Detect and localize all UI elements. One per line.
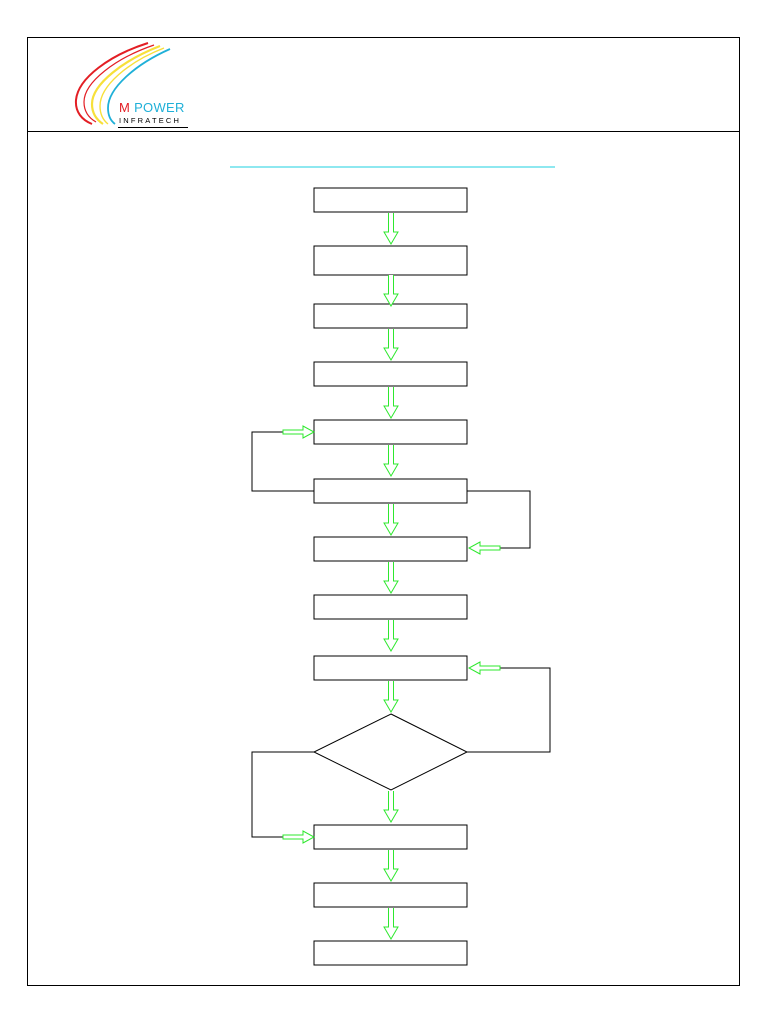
process-box-1 [313,187,468,213]
flow-arrow-2 [383,274,399,307]
page-frame [27,37,740,986]
logo-swoosh-yellow [90,44,161,125]
process-box-5 [313,419,468,445]
flow-arrow-5 [383,444,399,477]
flow-arrow-11 [383,849,399,882]
flow-arrow-7 [383,561,399,594]
title-rule [230,166,555,168]
flow-arrow-6 [383,503,399,536]
flow-arrow-9 [383,680,399,713]
decision-diamond [312,713,469,791]
loop-line-left-upper [251,431,314,492]
brand-underline [118,127,188,128]
company-logo [74,42,171,125]
flow-arrow-4 [383,386,399,419]
loop-line-right-lower [467,667,551,753]
branch-line-left-lower [251,751,314,838]
brand-tagline: INFRATECH [119,116,182,125]
flow-arrow-1 [383,212,399,245]
process-box-11 [313,882,468,908]
logo-swoosh-blue [107,48,171,125]
header-divider [27,131,740,132]
process-box-4 [313,361,468,387]
process-box-2 [313,245,468,276]
process-box-8 [313,594,468,620]
logo-swoosh-red-inner [83,44,155,123]
process-box-6 [313,478,468,504]
branch-arrow-left-lower [282,830,315,844]
loop-arrow-right-lower [468,661,501,675]
process-box-3 [313,303,468,329]
logo-swoosh-yellow-inner [99,47,165,125]
brand-word: POWER [134,100,185,115]
process-box-10 [313,824,468,850]
flow-arrow-10 [383,790,399,823]
flow-arrow-12 [383,907,399,940]
process-box-9 [313,655,468,681]
flow-arrow-3 [383,328,399,361]
loop-line-right-upper [467,490,531,549]
brand-initial: M [119,100,131,115]
process-box-12 [313,940,468,966]
process-box-7 [313,536,468,562]
loop-arrow-right-upper [468,541,501,555]
logo-swoosh-red [74,42,149,125]
brand-name: M POWER [119,101,185,114]
loop-arrow-left-upper [282,425,315,439]
flow-arrow-8 [383,619,399,652]
